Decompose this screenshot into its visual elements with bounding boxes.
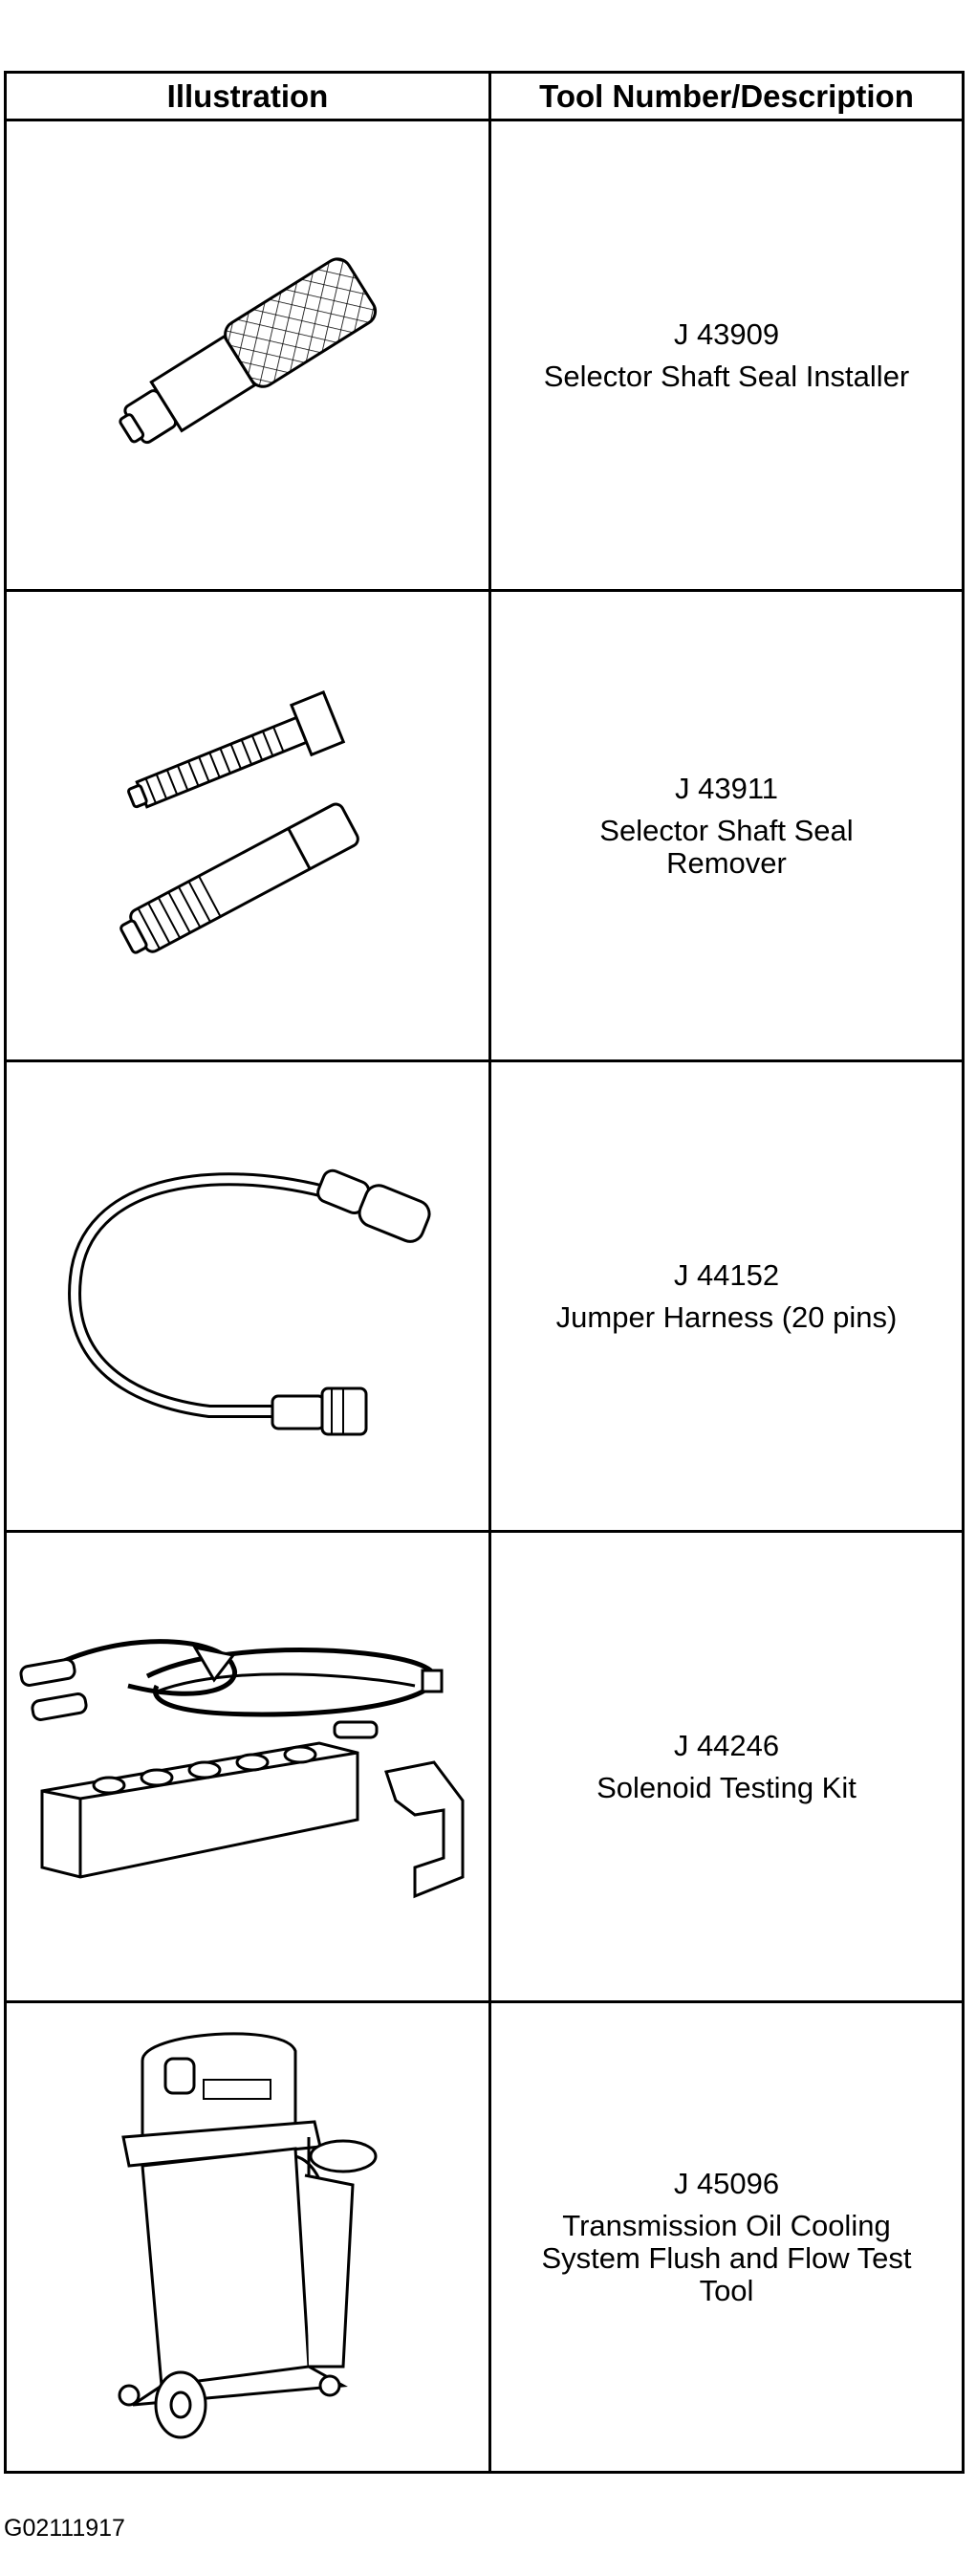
- tool-description: Selector Shaft Seal Installer: [543, 359, 910, 393]
- jumper-harness-illustration: [68, 1168, 431, 1435]
- tool-description: Solenoid Testing Kit: [596, 1770, 857, 1804]
- header-tool-description: Tool Number/Description: [488, 71, 965, 121]
- table-row: J 43909 Selector Shaft Seal Installer: [4, 119, 965, 592]
- table-row: J 44152 Jumper Harness (20 pins): [4, 1059, 965, 1533]
- table-row: J 43911 Selector Shaft Seal Remover: [4, 589, 965, 1062]
- seal-remover-illustration: [119, 689, 359, 954]
- illustration-cell: [4, 1530, 491, 2003]
- table-header-row: Illustration Tool Number/Description: [4, 71, 965, 121]
- flush-test-tool-illustration: [118, 2031, 378, 2438]
- description-cell: J 45096 Transmission Oil Cooling System …: [488, 2000, 965, 2474]
- tool-description: Jumper Harness (20 pins): [555, 1299, 898, 1334]
- tool-number: J 43911: [674, 771, 778, 805]
- tool-description: Transmission Oil Cooling System Flush an…: [541, 2208, 912, 2307]
- illustration-cell: [4, 119, 491, 592]
- table-row: J 44246 Solenoid Testing Kit: [4, 1530, 965, 2003]
- header-illustration: Illustration: [4, 71, 491, 121]
- description-cell: J 43911 Selector Shaft Seal Remover: [488, 589, 965, 1062]
- illustration-cell: [4, 2000, 491, 2474]
- table-row: J 45096 Transmission Oil Cooling System …: [4, 2000, 965, 2474]
- description-cell: J 43909 Selector Shaft Seal Installer: [488, 119, 965, 592]
- tool-number: J 43909: [673, 317, 780, 351]
- tool-description: Selector Shaft Seal Remover: [599, 813, 854, 880]
- description-cell: J 44152 Jumper Harness (20 pins): [488, 1059, 965, 1533]
- seal-installer-illustration: [119, 256, 378, 444]
- tool-number: J 44152: [673, 1257, 780, 1292]
- illustration-cell: [4, 1059, 491, 1533]
- tool-number: J 45096: [673, 2166, 780, 2200]
- tool-number: J 44246: [673, 1728, 780, 1762]
- description-cell: J 44246 Solenoid Testing Kit: [488, 1530, 965, 2003]
- tool-table: Illustration Tool Number/Description: [4, 71, 965, 2474]
- illustration-cell: [4, 589, 491, 1062]
- figure-id: G02111917: [4, 2515, 125, 2542]
- solenoid-testing-kit-illustration: [19, 1638, 465, 1898]
